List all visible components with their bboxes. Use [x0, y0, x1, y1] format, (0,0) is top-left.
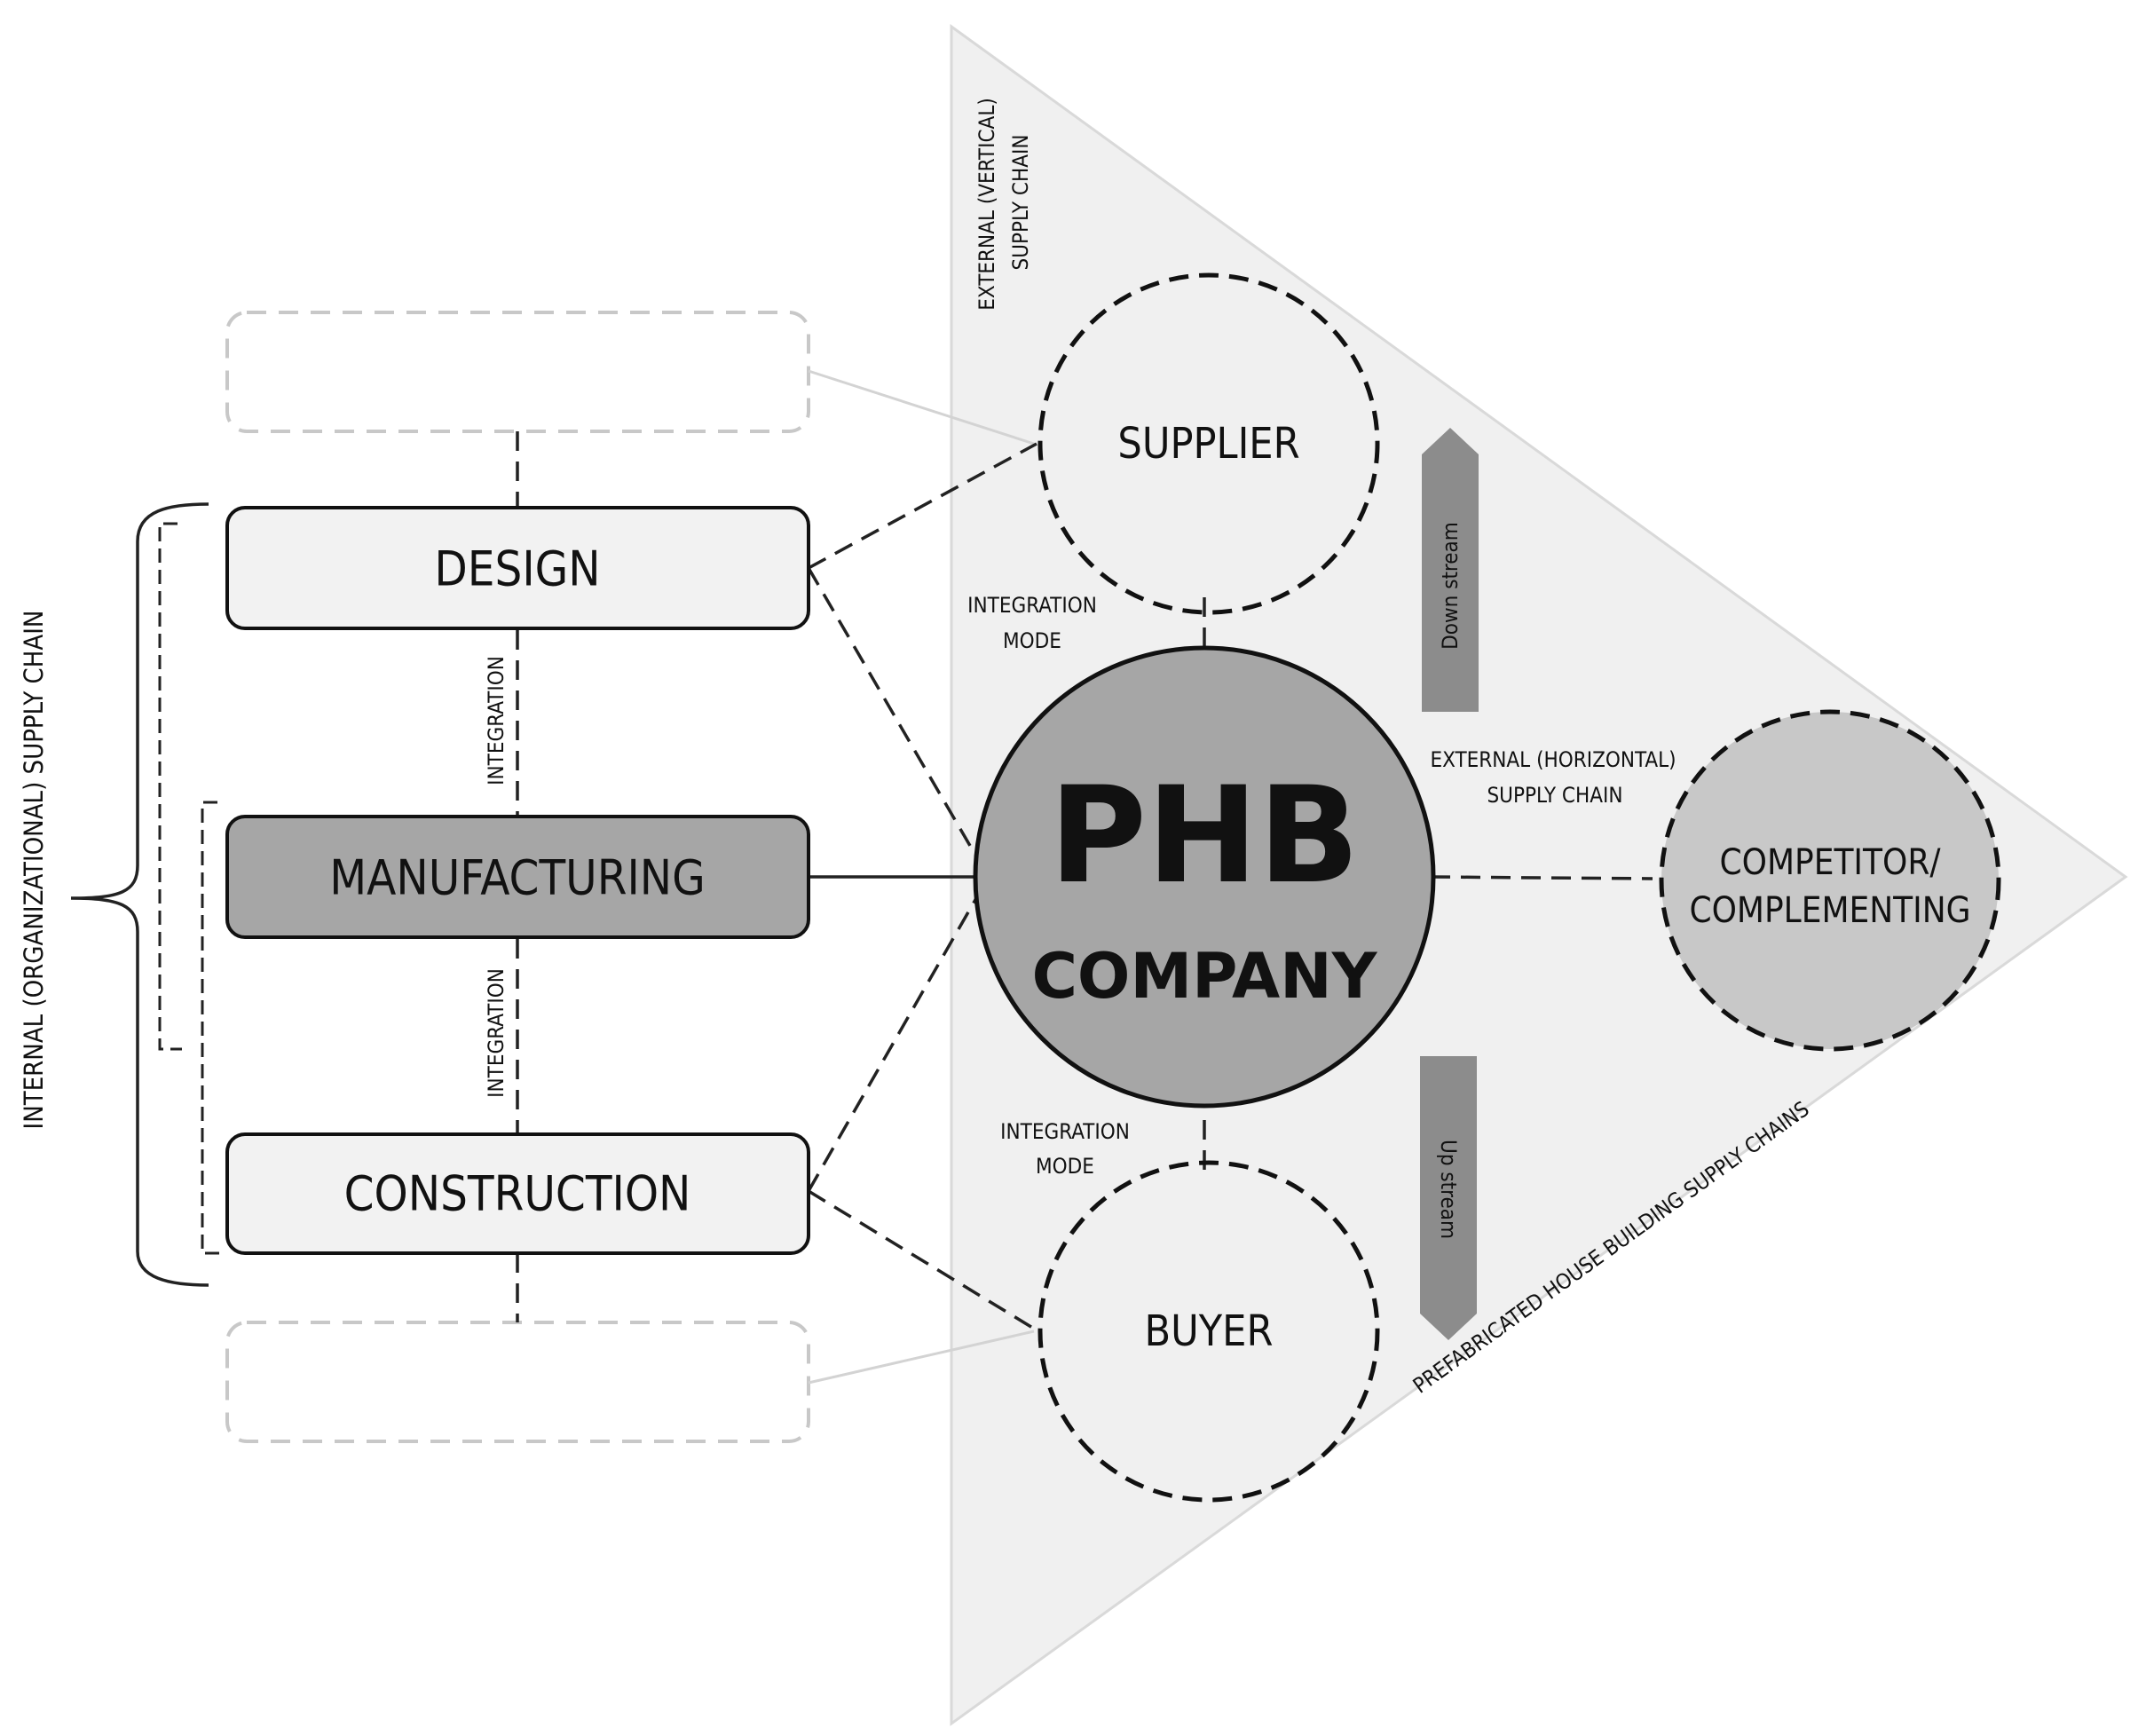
- construction-box: CONSTRUCTION: [225, 1132, 810, 1255]
- manufacturing-box: MANUFACTURING: [225, 815, 810, 939]
- manufacturing-label: MANUFACTURING: [329, 850, 706, 906]
- down-stream-arrow: Down stream: [1422, 428, 1479, 712]
- internal-chain-label: INTERNAL (ORGANIZATIONAL) SUPPLY CHAIN: [19, 611, 49, 1130]
- supplier-label: SUPPLIER: [1117, 419, 1299, 469]
- phb-company-circle: PHB COMPANY: [973, 645, 1436, 1109]
- line-construction-buyer: [808, 1189, 1039, 1333]
- buyer-label: BUYER: [1145, 1306, 1274, 1356]
- down-stream-label: Down stream: [1438, 522, 1463, 650]
- competitor-circle: COMPETITOR/ COMPLEMENTING: [1659, 709, 2001, 1052]
- design-label: DESIGN: [434, 541, 600, 597]
- design-box: DESIGN: [225, 506, 810, 630]
- up-stream-label: Up stream: [1436, 1140, 1461, 1239]
- external-horizontal-line2: SUPPLY CHAIN: [1487, 783, 1622, 808]
- buyer-circle: BUYER: [1037, 1160, 1380, 1503]
- prefab-supply-chain-triangle: [950, 24, 2128, 1726]
- integration-label-1: INTEGRATION: [484, 656, 509, 785]
- integration-mode-top-line2: MODE: [1003, 628, 1061, 653]
- line-design-supplier: [808, 442, 1037, 570]
- internal-chain-brace: [70, 502, 209, 1287]
- external-vertical-label-line2: SUPPLY CHAIN: [1008, 134, 1033, 270]
- competitor-label-line2: COMPLEMENTING: [1689, 890, 1970, 931]
- integration-label-2: INTEGRATION: [484, 968, 509, 1098]
- connectors: [516, 431, 1653, 1333]
- line-design-phb: [807, 567, 978, 857]
- bracket-manufacturing-construction: [201, 801, 222, 1255]
- ghost-connectors: [808, 369, 1035, 1385]
- ghost-box-bottom: [225, 1321, 810, 1443]
- ghost-line-bottom: [808, 1330, 1035, 1385]
- line-phb-competitor: [1430, 875, 1653, 880]
- ghost-line-top: [808, 369, 1035, 446]
- bracket-design-manufacturing: [158, 522, 182, 1051]
- integration-mode-bottom-line2: MODE: [1036, 1154, 1094, 1179]
- competitor-label-line1: COMPETITOR/: [1720, 842, 1942, 883]
- construction-label: CONSTRUCTION: [344, 1166, 691, 1222]
- ghost-box-top: [225, 311, 810, 433]
- integration-mode-bottom-line1: INTEGRATION: [1000, 1119, 1130, 1144]
- supplier-circle: SUPPLIER: [1037, 272, 1380, 615]
- up-stream-arrow: Up stream: [1420, 1056, 1477, 1340]
- line-construction-phb: [807, 897, 978, 1192]
- phb-label: PHB: [1049, 759, 1360, 913]
- external-horizontal-line1: EXTERNAL (HORIZONTAL): [1430, 747, 1676, 772]
- integration-mode-top-line1: INTEGRATION: [967, 593, 1097, 618]
- company-label: COMPANY: [1032, 940, 1378, 1013]
- external-vertical-label-line1: EXTERNAL (VERTICAL): [974, 98, 999, 311]
